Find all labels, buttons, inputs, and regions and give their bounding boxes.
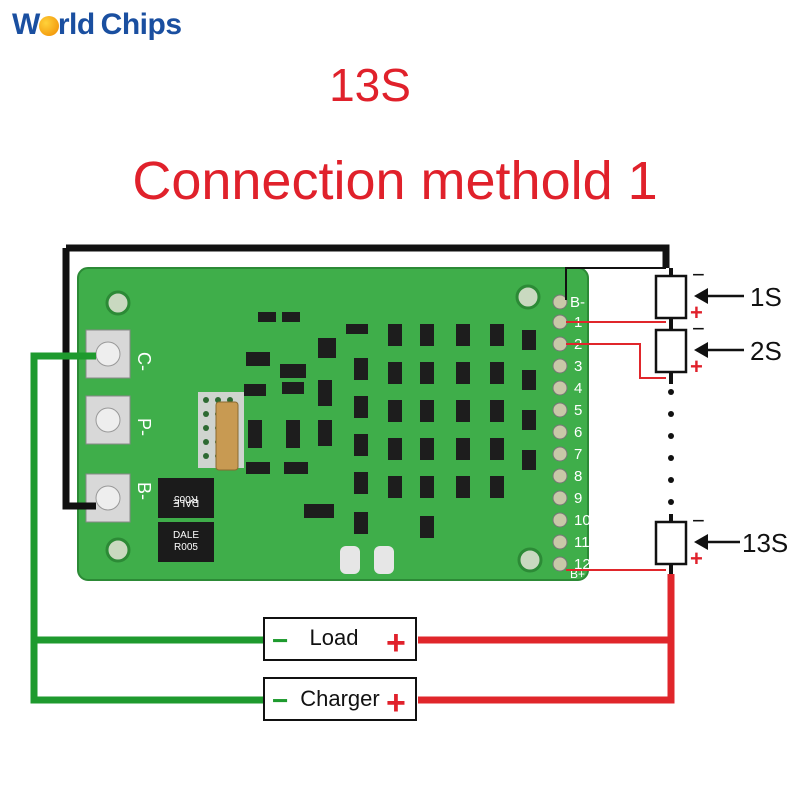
pad-label-b: B- <box>134 482 154 500</box>
brand-logo-rld: rld <box>57 8 95 41</box>
svg-text:−: − <box>692 262 705 287</box>
cell-label-1s: 1S <box>750 282 782 312</box>
globe-icon <box>38 16 59 36</box>
cell-label-2s: 2S <box>750 336 782 366</box>
brand-logo-chips: Chips <box>100 8 182 41</box>
component-white <box>340 546 360 574</box>
diagram-subtitle: Connection methold 1 <box>132 151 658 211</box>
svg-text:10: 10 <box>574 512 591 529</box>
svg-text:4: 4 <box>574 380 582 397</box>
svg-text:12: 12 <box>574 556 591 573</box>
wire-red-positive <box>418 574 675 704</box>
arrow-1s <box>694 288 744 304</box>
svg-text:9: 9 <box>574 490 582 507</box>
component-white <box>374 546 394 574</box>
svg-text:+: + <box>386 624 406 662</box>
balance-header <box>552 294 568 572</box>
svg-text:DALE: DALE <box>173 497 199 508</box>
mount-hole <box>515 284 541 310</box>
cell-13s: − + <box>654 508 705 574</box>
svg-text:+: + <box>690 300 703 325</box>
pcb-board: C- P- B- DALE R005 DALE R005 <box>77 267 603 581</box>
mount-hole <box>105 537 131 563</box>
svg-text:3: 3 <box>574 358 582 375</box>
svg-text:−: − <box>272 625 288 656</box>
smd-components <box>244 312 536 538</box>
svg-text:11: 11 <box>574 534 590 551</box>
arrow-13s <box>694 534 740 550</box>
mount-hole <box>105 290 131 316</box>
svg-text:−: − <box>272 685 288 716</box>
svg-text:+: + <box>690 354 703 379</box>
svg-text:7: 7 <box>574 446 582 463</box>
mount-hole <box>517 547 543 573</box>
brand-logo-w: W <box>12 8 40 41</box>
shunt-resistor <box>158 478 214 518</box>
charger-label: Charger <box>300 686 379 711</box>
load-label: Load <box>310 625 359 650</box>
svg-text:−: − <box>692 508 705 533</box>
wire-header-b <box>565 267 666 300</box>
cell-1s: − + <box>654 262 705 325</box>
wire-green-negative <box>30 352 264 704</box>
shunt-resistor <box>158 522 214 562</box>
pad-label-p: P- <box>134 418 154 436</box>
cell-label-13s: 13S <box>742 528 788 558</box>
charger-terminal: − Charger + <box>263 677 417 722</box>
arrow-2s <box>694 342 744 358</box>
svg-text:8: 8 <box>574 468 582 485</box>
svg-text:+: + <box>386 684 406 722</box>
svg-text:+: + <box>690 546 703 571</box>
wire-black-b <box>62 244 670 510</box>
capacitor <box>215 401 239 471</box>
svg-text:5: 5 <box>574 402 582 419</box>
load-terminal: − Load + <box>263 617 417 662</box>
wire-balance-2 <box>566 343 666 379</box>
board-model-text: DS-B413-5PN-25A V1.0 <box>588 370 603 509</box>
svg-text:B-: B- <box>570 294 585 311</box>
svg-text:6: 6 <box>574 424 582 441</box>
svg-text:R005: R005 <box>174 542 198 553</box>
ellipsis-dots <box>668 389 674 505</box>
diagram-title: 13S <box>329 59 411 111</box>
svg-text:DALE: DALE <box>173 530 199 541</box>
pad-label-c: C- <box>134 352 154 371</box>
svg-text:R005: R005 <box>174 493 198 504</box>
cell-2s: − + <box>654 316 705 384</box>
svg-text:−: − <box>692 316 705 341</box>
